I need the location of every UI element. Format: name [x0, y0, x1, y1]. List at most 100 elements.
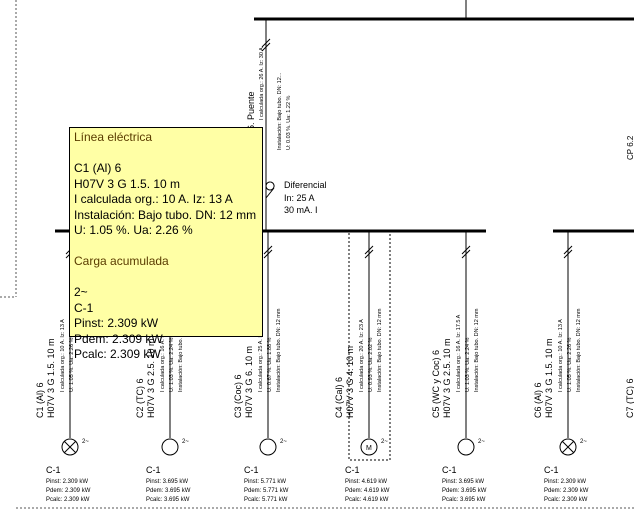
circuit-voltage: U: 0.67 %. Ua: 1.88 %: [267, 337, 273, 392]
circuit-cable: H07V 3 G 2.5. 10 m: [442, 338, 452, 418]
tooltip-line-install: Instalación: Bajo tubo. DN: 12 mm: [74, 207, 257, 222]
circuit-pcalc: Pcalc: 3.695 kW: [146, 497, 190, 503]
tooltip-line-name: C1 (Al) 6: [74, 161, 122, 175]
circuit-name: C5 (WC y Coc) 6: [431, 350, 441, 418]
circuit-break-mark: [263, 245, 273, 255]
lamp-icon-cross: [63, 440, 77, 454]
circuit-pdem: Pdem: 3.695 kW: [442, 488, 487, 494]
circuit-voltage: U: 1.05 %. Ua: 2.26 %: [69, 337, 75, 392]
lamp-icon-cross: [561, 440, 575, 454]
circuit-name: C3 (Coc) 6: [233, 374, 243, 418]
circuit-load-name: C-1: [345, 465, 360, 475]
c7-cut-label: C7 (TC) 6: [625, 378, 634, 418]
circuit-load-name: C-1: [244, 465, 259, 475]
circuit-current: I calculada org.: 16 A. Iz: 17.5 A: [456, 314, 462, 392]
circuit-break-mark: [461, 245, 471, 255]
circuit-pdem: Pdem: 5.771 kW: [244, 488, 289, 494]
circuit-load-name: C-1: [442, 465, 457, 475]
circuit-cable: H07V 3 G 1.5. 10 m: [46, 338, 56, 418]
circuit-name: C6 (Al) 6: [533, 382, 543, 418]
circuit-voltage: U: 1.03 %. Ua: 2.24 %: [465, 337, 471, 392]
circuit-break-mark: [461, 249, 471, 259]
feeder-info-2: I calculada org.: 26 A. Iz: 30 A: [259, 47, 265, 120]
circuit-pinst: Pinst: 5.771 kW: [244, 479, 286, 485]
circuit-voltage: U: 1.03 %. Ua: 2.24 %: [169, 337, 175, 392]
tooltip-section-line: Línea eléctrica: [74, 130, 153, 144]
circuit-break-mark: [364, 249, 374, 259]
circuit-name: C2 (TC) 6: [135, 378, 145, 418]
circuit-phase: 2~: [182, 439, 189, 445]
circuit-break-mark: [563, 249, 573, 259]
circuit-pcalc: Pcalc: 5.771 kW: [244, 497, 288, 503]
circuit-pcalc: Pcalc: 4.619 kW: [345, 497, 389, 503]
circuit-install: Instalación: Bajo tubo. DN: 12 mm: [576, 308, 582, 392]
circuit-pdem: Pdem: 2.309 kW: [544, 488, 589, 494]
circuit-phase: 2~: [580, 439, 587, 445]
circuit-load-name: C-1: [46, 465, 61, 475]
tooltip-load-pdem: Pdem: 2.309 kW: [74, 331, 163, 346]
circuit-pdem: Pdem: 2.309 kW: [46, 488, 91, 494]
circuit-current: I calculada org.: 16 A. Iz: 21 A: [160, 319, 166, 392]
circuit-install: Instalación: Bajo tubo. DN: 12 mm: [276, 308, 282, 392]
socket-icon[interactable]: [457, 438, 475, 456]
circuit-phase: 2~: [82, 439, 89, 445]
circuit-cable: H07V 3 G 4. 10 m: [345, 346, 355, 418]
circuit-install: Instalación: Bajo tubo. DN: 12 mm: [178, 308, 184, 392]
circuit-phase: 2~: [478, 439, 485, 445]
circuit-load-name: C-1: [544, 465, 559, 475]
circuit-pcalc: Pcalc: 2.309 kW: [46, 497, 90, 503]
circuit-current: I calculada org.: 25 A. Iz: 36 A: [258, 319, 264, 392]
tooltip-load-pinst: Pinst: 2.309 kW: [74, 316, 159, 330]
circuit-pcalc: Pcalc: 2.309 kW: [544, 497, 588, 503]
circuit-current: I calculada org.: 10 A. Iz: 13 A: [558, 319, 564, 392]
socket-icon[interactable]: [259, 438, 277, 456]
differential-in: In: 25 A: [284, 193, 315, 203]
circuit-cable: H07V 3 G 2.5. 10 m: [146, 338, 156, 418]
circuit-cable: H07V 3 G 1.5. 10 m: [544, 338, 554, 418]
circuit-pinst: Pinst: 3.695 kW: [442, 479, 484, 485]
circuit-pinst: Pinst: 4.619 kW: [345, 479, 387, 485]
feeder-info-3: U: 0.03 %. Ua: 1.22 %: [286, 95, 292, 150]
right-edge-label: CP 6.2: [626, 135, 634, 160]
circuit-install: Instalación: Bajo tubo. DN: 12 mm: [377, 308, 383, 392]
motor-icon-letter: M: [366, 445, 372, 452]
circuit-pdem: Pdem: 4.619 kW: [345, 488, 390, 494]
differential-switch-icon[interactable]: [265, 181, 275, 199]
circuit-current: I calculada org.: 20 A. Iz: 23 A: [359, 319, 365, 392]
circuit-pdem: Pdem: 3.695 kW: [146, 488, 191, 494]
circuit-cable: H07V 3 G 6. 10 m: [244, 346, 254, 418]
circuit-pinst: Pinst: 2.309 kW: [46, 479, 88, 485]
tooltip-line-cable: H07V 3 G 1.5. 10 m: [74, 176, 181, 191]
feeder-info-1: Instalación: Bajo tubo. DN: 12...: [277, 72, 283, 150]
circuit-current: I calculada org.: 10 A. Iz: 13 A: [60, 319, 66, 392]
feeder-break-2: [261, 42, 271, 52]
tooltip-load-phase: 2~: [74, 285, 88, 299]
circuit-break-mark: [364, 245, 374, 255]
tooltip-section-load: Carga acumulada: [74, 254, 169, 268]
circuit-name: C4 (Cal) 6: [334, 377, 344, 418]
circuit-voltage: U: 1.05 %. Ua: 2.26 %: [567, 337, 573, 392]
tooltip-line-current: I calculada org.: 10 A. Iz: 13 A: [74, 192, 233, 206]
circuit-phase: 2~: [280, 439, 287, 445]
socket-icon[interactable]: [161, 438, 179, 456]
tooltip-panel: Línea eléctrica C1 (Al) 6 H07V 3 G 1.5. …: [69, 127, 263, 361]
motor-icon[interactable]: [360, 438, 378, 456]
feeder-break-1: [261, 38, 271, 48]
feeder-name: 6. Puente: [246, 91, 256, 130]
differential-sensitivity: 30 mA. I: [284, 205, 318, 215]
circuit-name: C1 (Al) 6: [35, 382, 45, 418]
circuit-pinst: Pinst: 2.309 kW: [544, 479, 586, 485]
circuit-phase: 2~: [381, 439, 388, 445]
circuit-break-mark: [563, 245, 573, 255]
tooltip-line-voltage: U: 1.05 %. Ua: 2.26 %: [74, 223, 193, 237]
differential-title: Diferencial: [284, 180, 327, 190]
tooltip-load-pcalc: Pcalc: 2.309 kW: [74, 347, 161, 361]
